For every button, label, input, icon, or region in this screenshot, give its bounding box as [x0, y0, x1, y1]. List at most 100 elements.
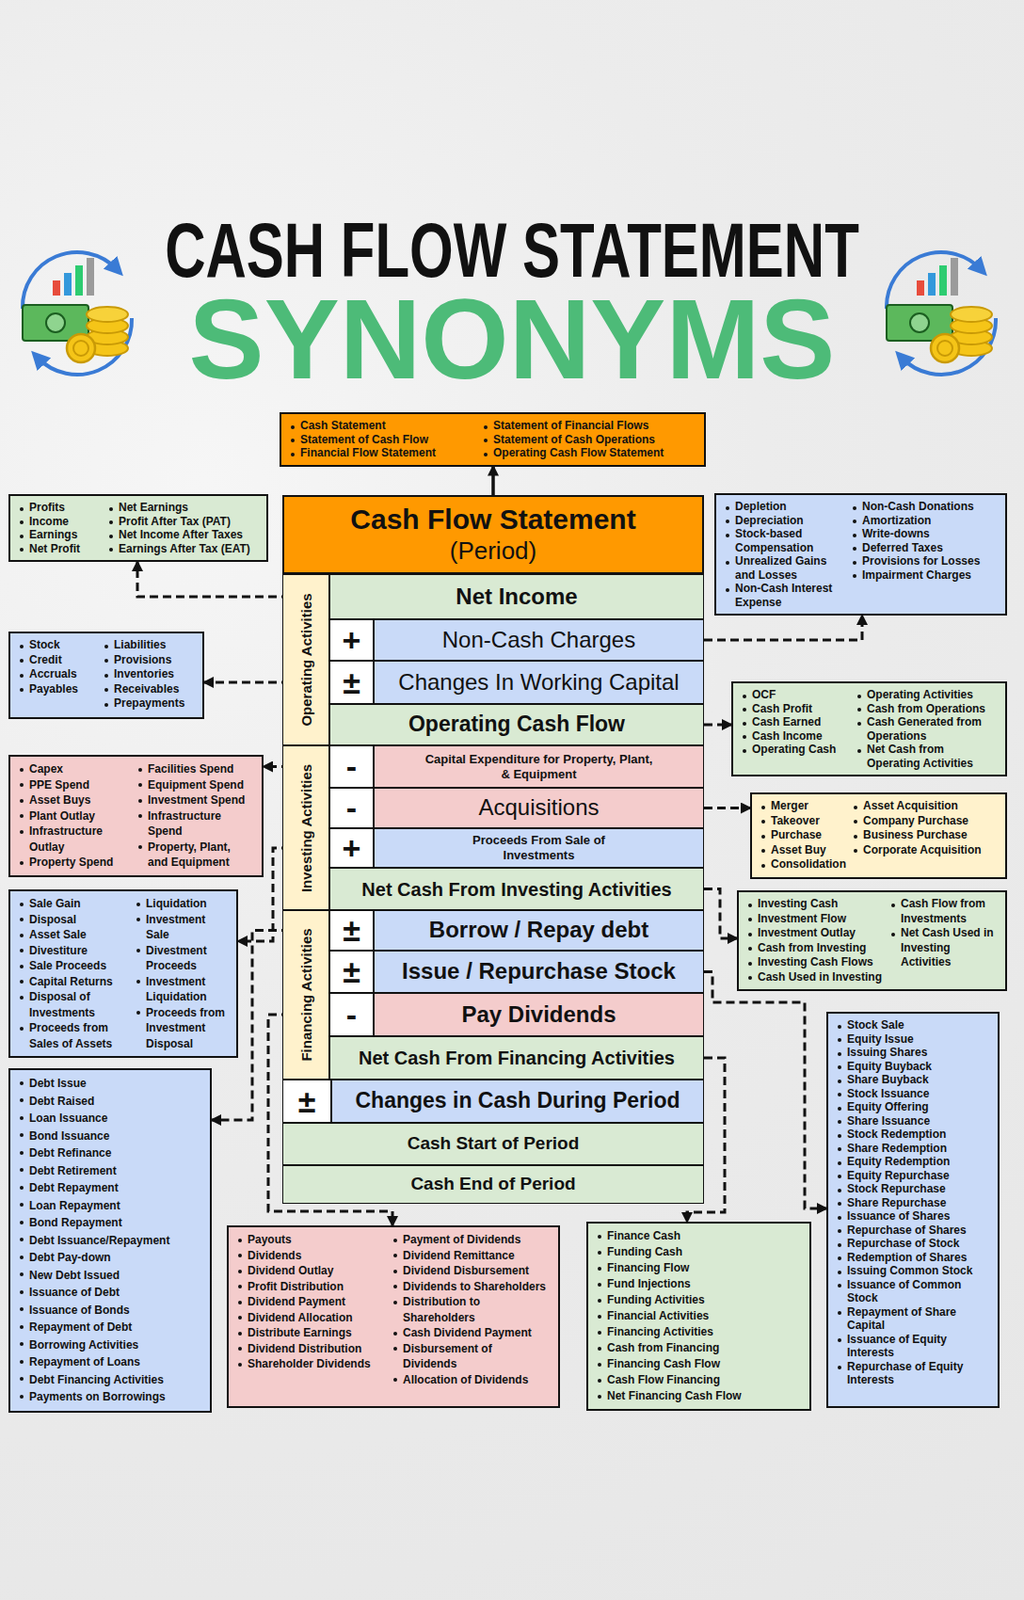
statement-row: Operating Cash Flow — [329, 704, 704, 746]
dashed-connector — [704, 972, 827, 1210]
synonym-item: Capex — [17, 761, 133, 778]
synonym-item: Issuance of Common Stock — [835, 1278, 989, 1306]
synonym-item: Credit — [17, 653, 99, 669]
synonym-item: Repurchase of Stock — [835, 1236, 989, 1251]
row-label: Net Cash From Financing Activities — [358, 1047, 675, 1069]
synonym-item: Stock Sale — [835, 1018, 989, 1033]
synonym-item: Equity Redemption — [835, 1154, 989, 1169]
row-label: Pay Dividends — [461, 1002, 616, 1027]
synonym-item: Equity Buyback — [835, 1059, 989, 1074]
synonym-box: DepletionDepreciationStock-based Compens… — [714, 493, 1008, 616]
dashed-connector — [704, 889, 737, 940]
synonym-item: Earnings — [17, 528, 104, 543]
synonym-item: Dividend Disbursement — [391, 1263, 549, 1280]
synonym-item: Write-downs — [850, 527, 996, 542]
dashed-connector — [704, 806, 751, 810]
synonym-item: OCF — [740, 688, 852, 703]
synonym-item: Operating Activities — [855, 688, 996, 703]
dashed-connector — [491, 466, 496, 496]
synonym-item: Debt Financing Activities — [17, 1371, 201, 1390]
sign-symbol: ± — [283, 1080, 333, 1122]
synonym-item: Issuance of Bonds — [17, 1301, 201, 1320]
synonym-item: Shareholder Dividends — [236, 1356, 388, 1373]
synonym-item: Provisions for Losses — [850, 554, 996, 569]
synonym-box: CapexPPE SpendAsset BuysPlant OutlayInfr… — [8, 754, 264, 878]
synonym-item: Proceeds from Investment Disposal — [134, 1005, 227, 1053]
synonym-item: Amortization — [850, 513, 996, 528]
synonym-item: New Debt Issued — [17, 1266, 201, 1285]
sign-symbol: + — [330, 829, 375, 867]
synonym-item: Share Redemption — [835, 1141, 989, 1156]
dashed-connector — [704, 723, 732, 727]
synonym-item: Depreciation — [723, 513, 848, 528]
synonym-item: Debt Pay-down — [17, 1248, 201, 1267]
sign-symbol: - — [330, 993, 375, 1036]
synonym-item: Receivables — [102, 682, 193, 698]
synonym-item: Debt Issuance/Repayment — [17, 1232, 201, 1250]
synonym-item: Statement of Cash Flow — [288, 432, 479, 448]
synonym-item: Payables — [17, 682, 99, 698]
synonym-item: Distribution to Shareholders — [391, 1294, 549, 1326]
synonym-box: Debt IssueDebt RaisedLoan IssuanceBond I… — [8, 1068, 212, 1413]
row-label: Borrow / Repay debt — [429, 917, 649, 943]
synonym-item: Profit Distribution — [236, 1279, 388, 1296]
header-period: (Period) — [449, 536, 537, 566]
synonym-item: Property, Plant, and Equipment — [136, 839, 253, 871]
synonym-item: Repayment of Share Capital — [835, 1305, 989, 1333]
synonym-item: Dividends to Shareholders — [391, 1279, 549, 1296]
synonym-item: Repurchase of Equity Interests — [835, 1360, 989, 1388]
synonym-item: Dividend Outlay — [236, 1263, 388, 1280]
synonym-item: Company Purchase — [851, 814, 996, 830]
band-label: Operating Activities — [298, 592, 315, 726]
synonym-item: Merger — [759, 799, 848, 815]
synonym-item: Disbursement of Dividends — [391, 1341, 549, 1373]
synonym-item: Distribute Earnings — [236, 1325, 388, 1342]
synonym-item: Provisions — [102, 653, 193, 669]
statement-row: ±Borrow / Repay debt — [329, 910, 704, 951]
synonym-box: Investing CashInvestment FlowInvestment … — [736, 890, 1008, 992]
synonym-item: Asset Sale — [17, 927, 131, 944]
synonym-item: Financing Flow — [595, 1260, 800, 1277]
synonym-item: Prepayments — [102, 696, 193, 712]
synonym-item: Payments on Borrowings — [17, 1388, 201, 1407]
synonym-item: Profits — [17, 500, 104, 515]
synonym-item: Accruals — [17, 667, 99, 683]
synonym-item: Funding Cash — [595, 1244, 800, 1261]
synonym-item: Cash Flow Financing — [595, 1372, 800, 1389]
synonym-item: Non-Cash Donations — [850, 499, 996, 514]
synonym-item: Operating Cash Flow Statement — [481, 446, 695, 461]
synonym-box: Cash StatementStatement of Cash FlowFina… — [279, 412, 706, 467]
row-label: Cash End of Period — [410, 1174, 576, 1195]
synonym-item: Repurchase of Shares — [835, 1223, 989, 1238]
sign-symbol: - — [330, 746, 375, 787]
statement-row: ±Changes in Cash During Period — [282, 1079, 704, 1123]
dashed-connector — [704, 615, 863, 640]
synonym-item: Unrealized Gains and Losses — [723, 554, 848, 582]
synonym-item: Loan Repayment — [17, 1197, 201, 1216]
synonym-item: Dividends — [236, 1248, 388, 1264]
synonym-item: Issuing Shares — [835, 1045, 989, 1060]
synonym-box: ProfitsIncomeEarningsNet ProfitNet Earni… — [8, 494, 269, 562]
synonym-item: Investing Cash Flows — [746, 955, 886, 971]
synonym-item: Statement of Financial Flows — [481, 418, 695, 433]
sign-symbol: + — [330, 620, 375, 660]
synonym-item: Cash from Investing — [746, 941, 886, 957]
row-label: Operating Cash Flow — [408, 712, 625, 736]
synonym-item: Cash Income — [740, 729, 852, 744]
synonym-box: MergerTakeoverPurchaseAsset BuyConsolida… — [750, 792, 1008, 880]
synonym-item: Disposal of Investments — [17, 989, 131, 1021]
synonym-item: Investment Flow — [746, 912, 886, 928]
synonym-item: Consolidation — [759, 857, 848, 873]
synonym-box: Sale GainDisposalAsset SaleDivestitureSa… — [8, 889, 239, 1058]
synonym-item: Takeover — [759, 814, 848, 830]
synonym-item: Payouts — [236, 1232, 388, 1248]
synonym-item: PPE Spend — [17, 777, 133, 794]
synonym-item: Capital Returns — [17, 974, 131, 991]
synonym-item: Cash from Financing — [595, 1340, 800, 1357]
synonym-item: Statement of Cash Operations — [481, 432, 695, 448]
synonym-item: Cash Generated from Operations — [855, 715, 996, 743]
synonym-item: Asset Buys — [17, 792, 133, 809]
synonym-item: Payment of Dividends — [391, 1232, 549, 1248]
synonym-item: Cash Flow from Investments — [889, 896, 996, 927]
page-title: CASH FLOW STATEMENT — [0, 212, 1024, 289]
